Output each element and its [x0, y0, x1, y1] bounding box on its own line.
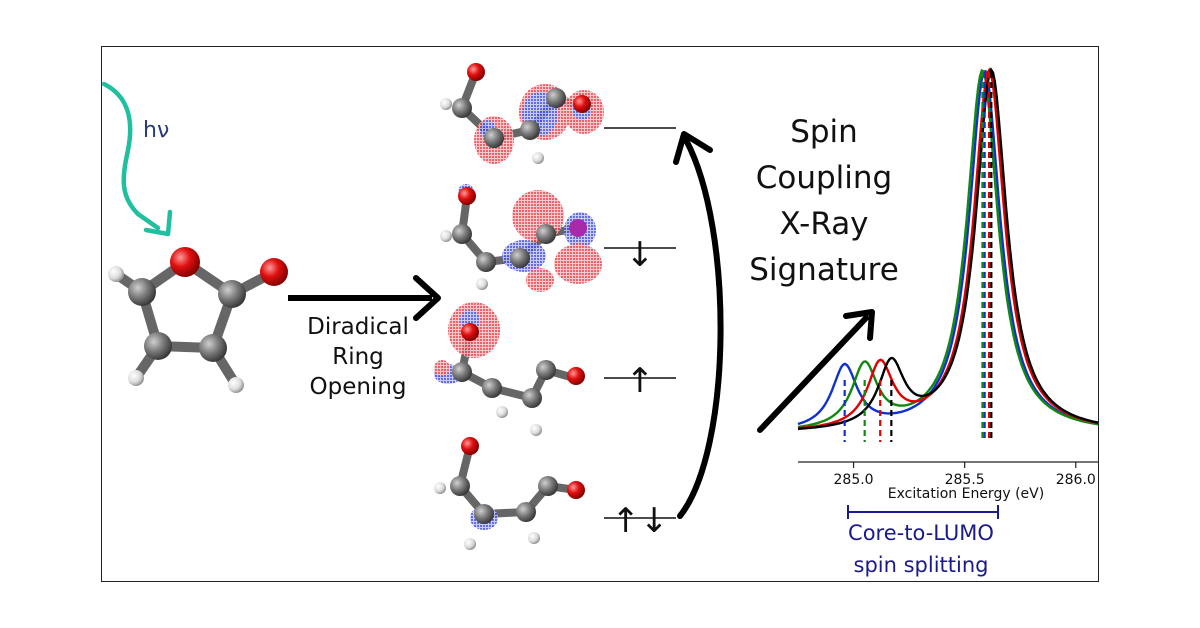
xas-spectrum-chart: 285.0 285.5 286.0 Excitation Energy (eV) [797, 67, 1099, 502]
x-tick-label-2: 286.0 [1056, 472, 1096, 488]
process-label-2: Ring [332, 344, 384, 370]
orbital-4-spin: ↑↓ [612, 501, 669, 541]
headline-line-3: X-Ray [779, 206, 868, 242]
excitation-arrow-head [673, 131, 713, 165]
excitation-arrow [677, 137, 724, 519]
orbital-2-lobes [458, 184, 602, 292]
splitting-label-1: Core-to-LUMO [848, 521, 994, 545]
photon-arrow-head [143, 209, 173, 237]
spectrum-series-3 [797, 67, 1099, 431]
spectrum-series-0 [797, 69, 1099, 426]
headline-line-4: Signature [749, 252, 899, 288]
orbital-4-structure [434, 442, 580, 550]
headline-line-2: Coupling [756, 160, 893, 196]
figure-frame [101, 46, 1099, 582]
x-axis-label: Excitation Energy (eV) [888, 486, 1044, 502]
preedge-pointer-arrow [757, 315, 869, 433]
reaction-arrow-head [413, 275, 441, 321]
hv-label: hν [143, 118, 169, 143]
process-label-3: Opening [310, 374, 407, 400]
spectrum-series-2 [797, 67, 1099, 430]
photon-arrow [101, 81, 161, 231]
spectrum-series-1 [797, 68, 1099, 429]
orbital-1-atoms [452, 63, 591, 148]
x-tick-label-1: 285.5 [945, 472, 985, 488]
orbital-4-atoms [450, 437, 585, 524]
orbital-2-spin: ↓ [626, 235, 655, 275]
orbital-2-atoms [452, 187, 587, 272]
furanone-atoms [108, 247, 288, 393]
x-tick-label-0: 285.0 [834, 472, 874, 488]
orbital-3-spin: ↑ [626, 361, 655, 401]
splitting-label-2: spin splitting [854, 553, 989, 577]
process-label-1: Diradical [307, 314, 409, 340]
preedge-pointer-head [843, 309, 875, 341]
headline-line-1: Spin [790, 114, 858, 150]
orbital-3-atoms [452, 323, 585, 408]
